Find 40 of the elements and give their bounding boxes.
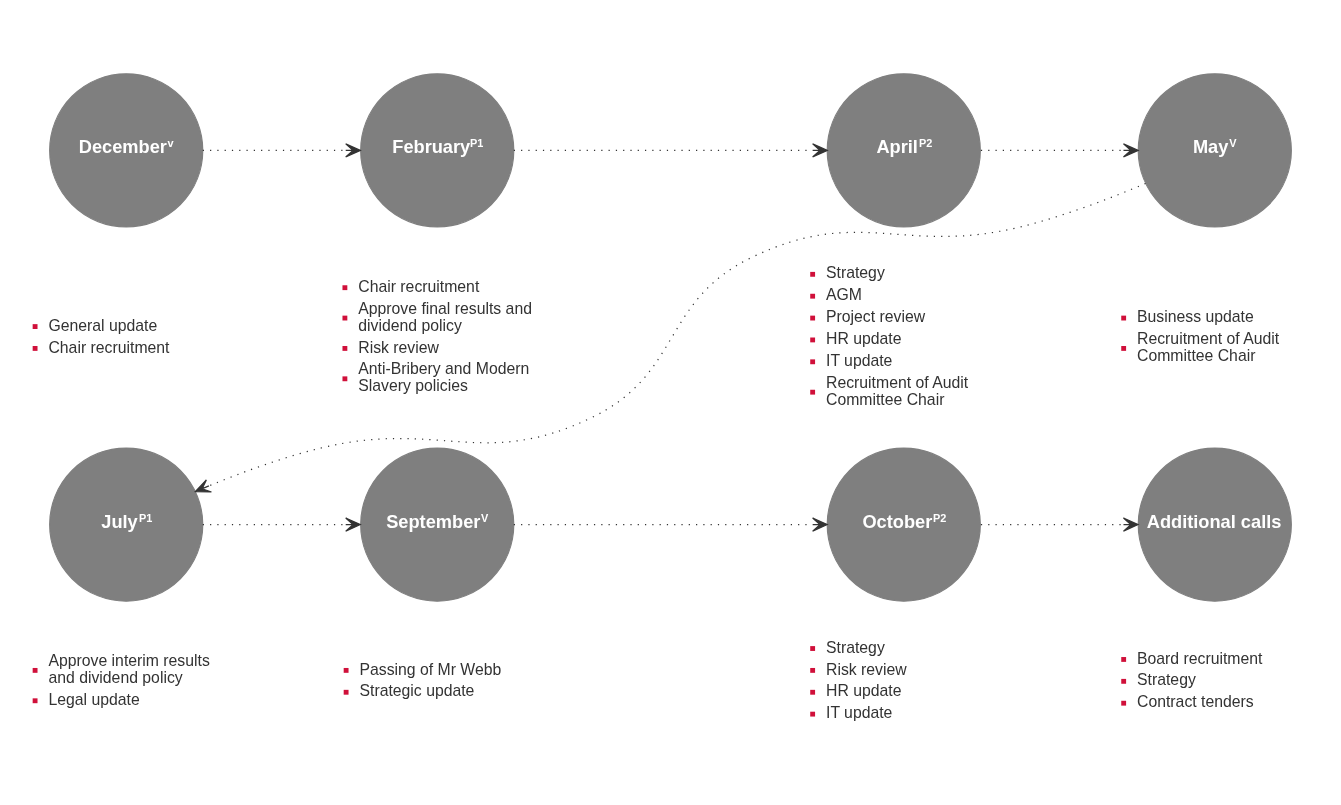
node-label: Risk review [358, 338, 439, 356]
node-label: Chair recruitment [358, 277, 480, 295]
node-label: IT update [826, 351, 893, 369]
node-label: Board recruitment [1137, 649, 1263, 667]
node-label: Anti-Bribery and Modern Slavery policies [358, 360, 530, 395]
node-label: General update [48, 316, 158, 334]
node-label: Approve final results and dividend policy [358, 299, 532, 334]
node-circle: February$^{P1}$ [360, 73, 515, 228]
node-label: IT update [826, 704, 893, 722]
node-label: Project review [826, 308, 926, 326]
arrow [980, 517, 1139, 532]
node-circle: December$^{v}$ [49, 73, 204, 228]
node-label: Recruitment of Audit Committee Chair [1137, 330, 1280, 365]
arrow [513, 143, 828, 158]
node-label: Passing of Mr Webb [359, 660, 502, 678]
node-label: Strategic update [359, 682, 475, 700]
node-label: AGM [826, 286, 862, 304]
node-circle: October$^{P2}$ [826, 447, 981, 602]
node-label: Legal update [48, 690, 140, 708]
node-label: Chair recruitment [48, 338, 170, 356]
node-circle: September$^{V}$ [360, 447, 515, 602]
arrow [513, 517, 828, 532]
node-label: Strategy [826, 264, 885, 282]
arrow [202, 517, 361, 532]
node-label: Strategy [1137, 671, 1196, 689]
node-label: Risk review [826, 660, 907, 678]
arrow [194, 182, 1147, 493]
arrow [980, 143, 1139, 158]
node-label: Recruitment of Audit Committee Chair [826, 373, 969, 408]
node-circle: May$^{V}$ [1137, 73, 1292, 228]
node-label: Approve interim results and dividend policy [48, 652, 210, 687]
node-label: Strategy [826, 638, 885, 656]
node-circle: Additional calls [1137, 447, 1292, 602]
node-label: Contract tenders [1137, 693, 1254, 711]
node-circle: April$^{P2}$ [826, 73, 981, 228]
node-circle: July$^{P1}$ [49, 447, 204, 602]
node-label: HR update [826, 682, 902, 700]
arrow [202, 143, 361, 158]
node-label: HR update [826, 330, 902, 348]
node-label: Business update [1137, 308, 1254, 326]
